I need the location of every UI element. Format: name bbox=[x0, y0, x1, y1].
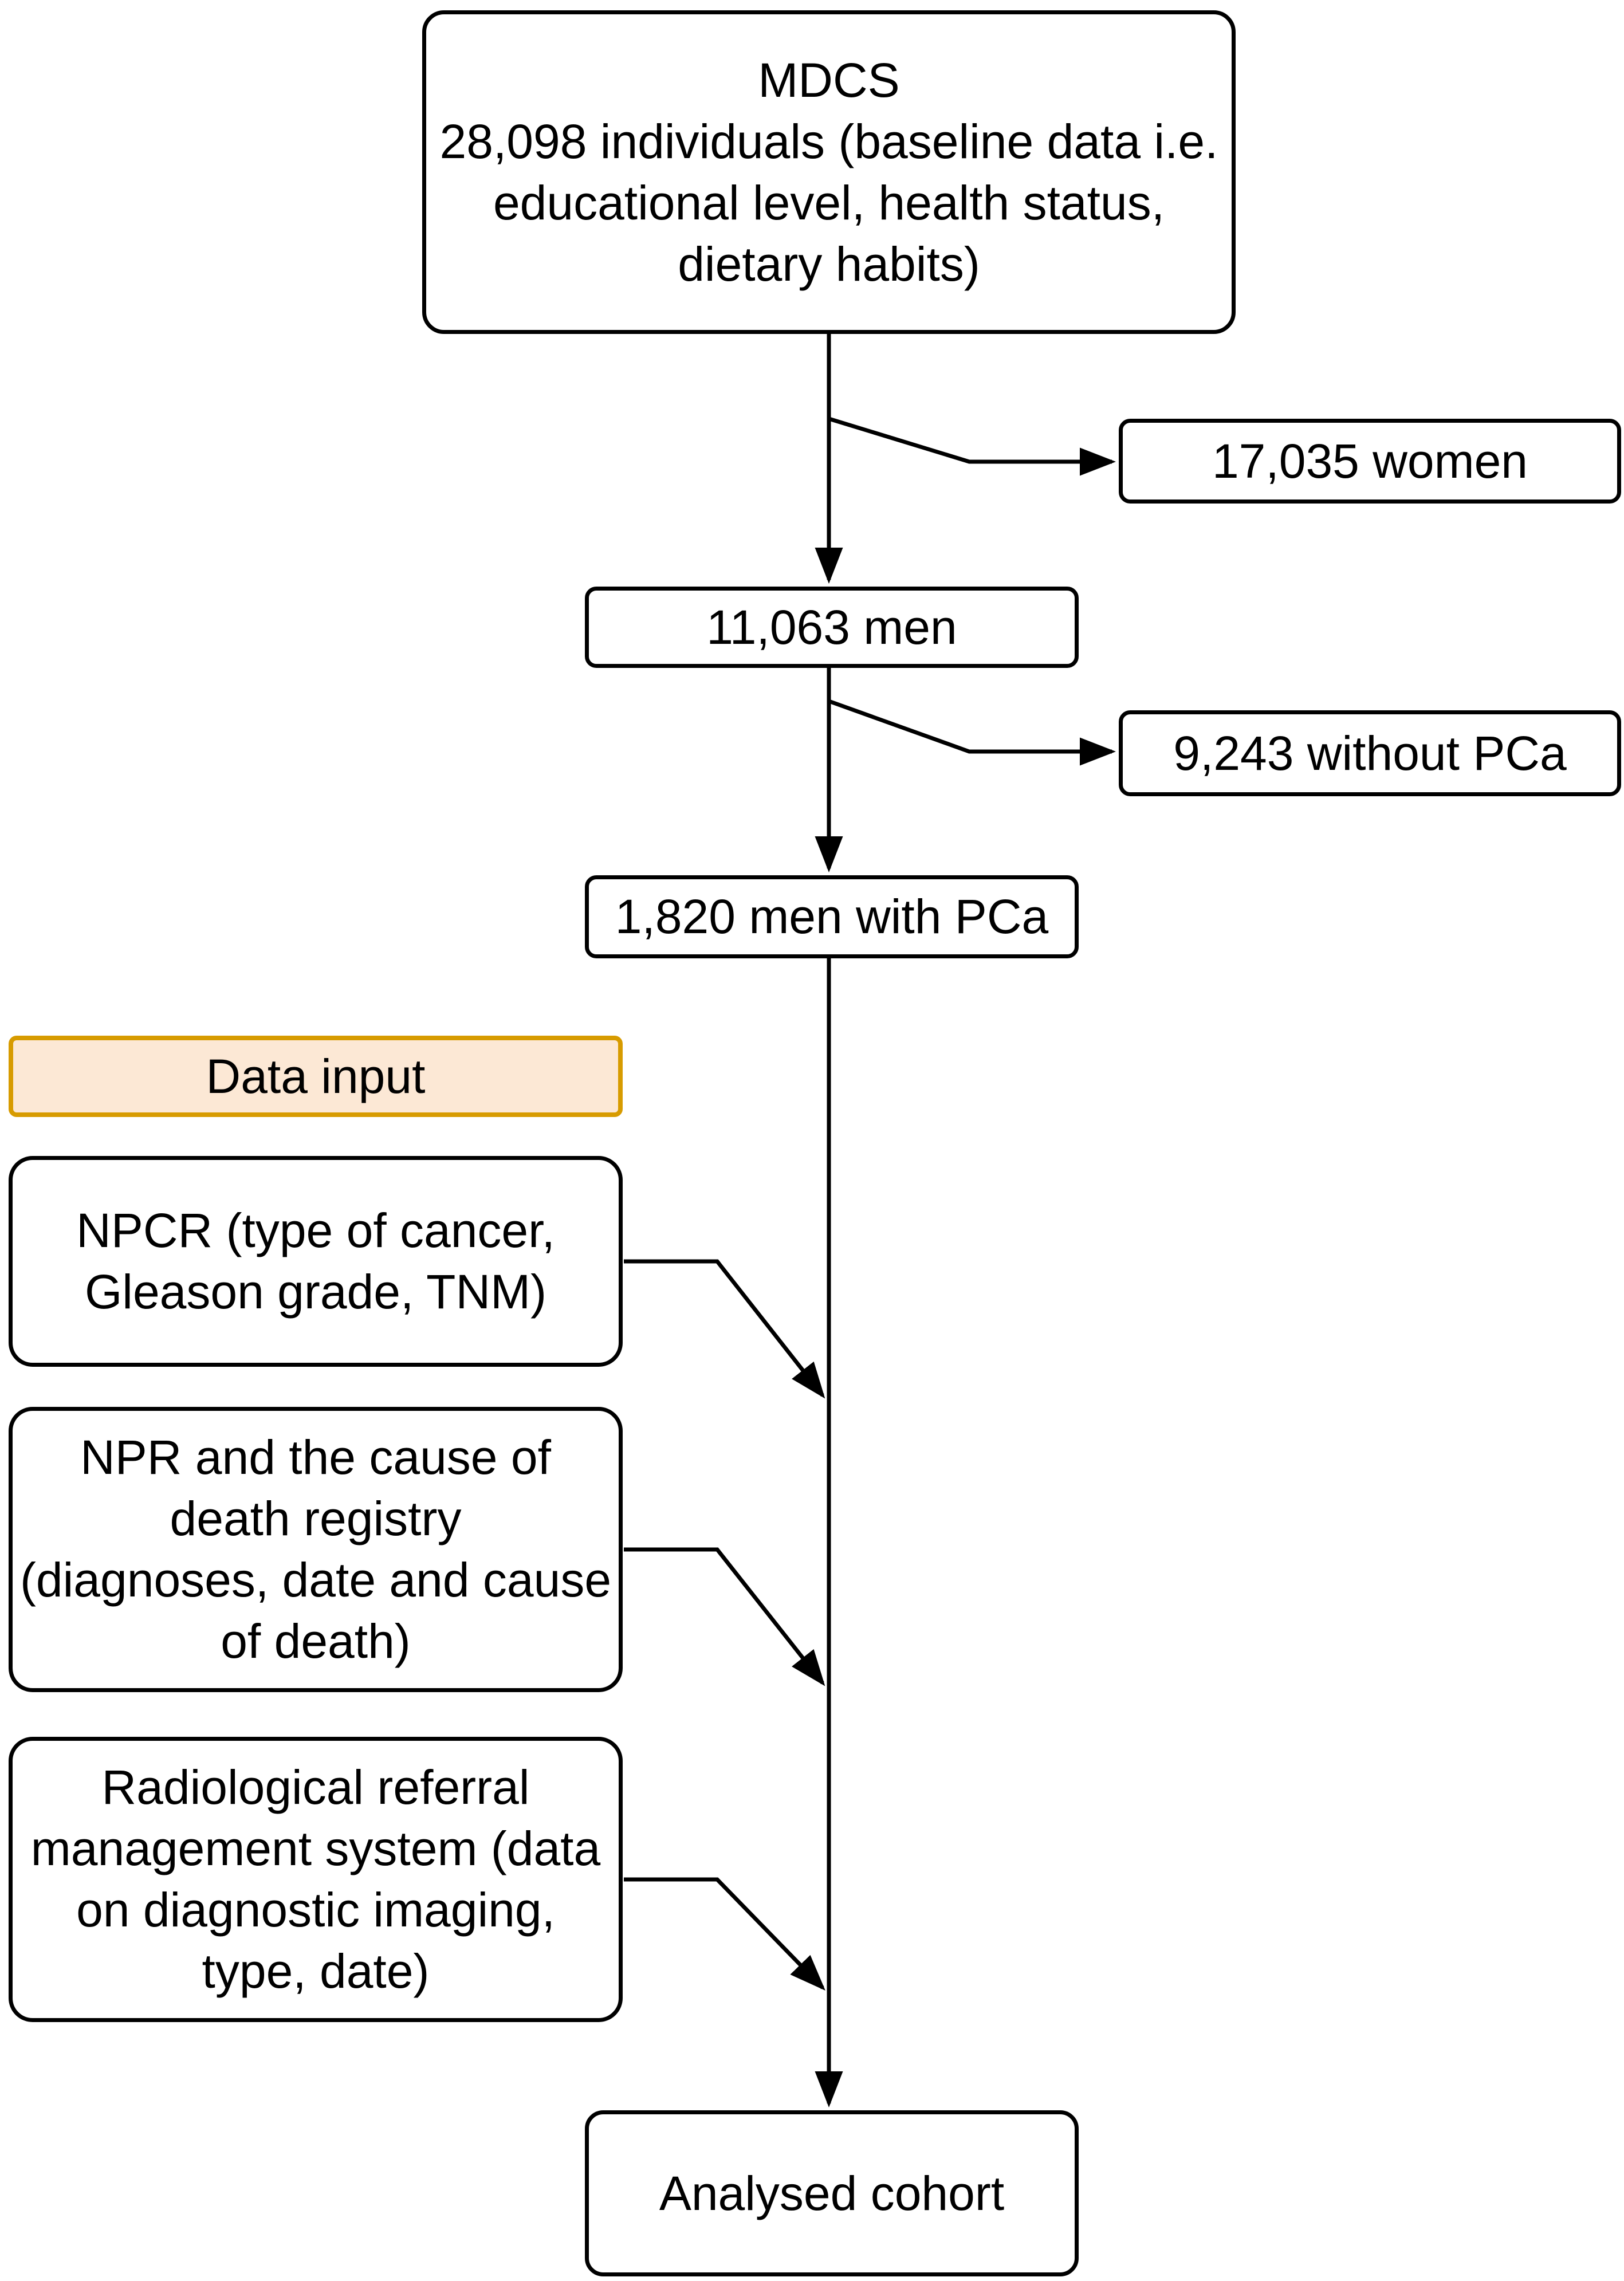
npr-line: of death) bbox=[221, 1614, 411, 1668]
men-with-pca-box: 1,820 men with PCa bbox=[585, 875, 1079, 958]
radiology-line: management system (data bbox=[30, 1822, 601, 1875]
radiology-line: type, date) bbox=[202, 1944, 430, 1998]
men-label: 11,063 men bbox=[706, 600, 957, 654]
npr-line: NPR and the cause of bbox=[80, 1430, 551, 1484]
npcr-line: Gleason grade, TNM) bbox=[84, 1265, 547, 1319]
radiology-referral-box: Radiological referral management system … bbox=[9, 1737, 623, 2022]
analysed-cohort-label: Analysed cohort bbox=[659, 2166, 1005, 2220]
mdcs-line: educational level, health status, bbox=[493, 175, 1165, 230]
radiology-line: on diagnostic imaging, bbox=[76, 1883, 555, 1937]
mdcs-line: dietary habits) bbox=[678, 237, 980, 291]
mdcs-line: MDCS bbox=[758, 53, 900, 107]
analysed-cohort-box: Analysed cohort bbox=[585, 2110, 1079, 2276]
excluded-women-box: 17,035 women bbox=[1119, 419, 1621, 504]
men-box: 11,063 men bbox=[585, 587, 1079, 668]
mdcs-line: 28,098 individuals (baseline data i.e. bbox=[439, 114, 1218, 168]
arrow-npcr-to-mainline bbox=[624, 1259, 825, 1399]
npcr-box: NPCR (type of cancer, Gleason grade, TNM… bbox=[9, 1156, 623, 1367]
npr-line: death registry bbox=[170, 1492, 462, 1545]
data-input-label: Data input bbox=[206, 1049, 426, 1103]
radiology-line: Radiological referral bbox=[101, 1760, 530, 1814]
npcr-line: NPCR (type of cancer, bbox=[76, 1204, 555, 1257]
arrow-branch-women bbox=[828, 416, 1116, 476]
arrow-radiology-to-mainline bbox=[624, 1877, 825, 1991]
excluded-without-pca-label: 9,243 without PCa bbox=[1173, 726, 1567, 780]
excluded-without-pca-box: 9,243 without PCa bbox=[1119, 710, 1621, 796]
arrow-branch-without-pca bbox=[828, 699, 1116, 766]
npr-box: NPR and the cause of death registry (dia… bbox=[9, 1407, 623, 1692]
data-input-header-box: Data input bbox=[9, 1036, 623, 1117]
npr-line: (diagnoses, date and cause bbox=[19, 1553, 612, 1607]
men-with-pca-label: 1,820 men with PCa bbox=[615, 890, 1049, 943]
arrow-npr-to-mainline bbox=[624, 1547, 825, 1686]
excluded-women-label: 17,035 women bbox=[1212, 434, 1528, 488]
mdcs-box: MDCS 28,098 individuals (baseline data i… bbox=[422, 10, 1236, 334]
